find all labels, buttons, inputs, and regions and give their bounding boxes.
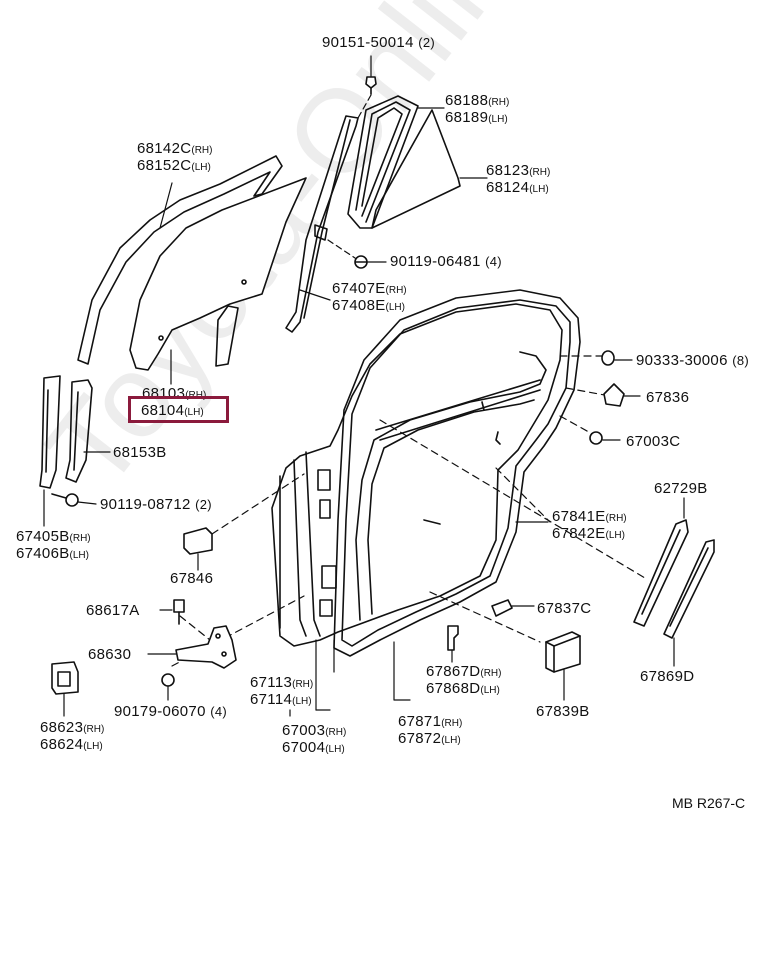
label-67003c[interactable]: 67003C	[626, 433, 681, 450]
division-bar-68153b[interactable]	[65, 379, 93, 483]
label-67408e[interactable]: 67408E(LH)	[332, 297, 405, 314]
clip-67836[interactable]	[603, 383, 641, 407]
label-67872[interactable]: 67872(LH)	[398, 730, 461, 747]
label-90119-08712[interactable]: 90119-08712 (2)	[100, 496, 212, 513]
clip-67846[interactable]	[183, 527, 213, 555]
label-68189[interactable]: 68189(LH)	[445, 109, 508, 126]
door-glass-68104[interactable]	[129, 177, 307, 371]
label-67406b[interactable]: 67406B(LH)	[16, 545, 89, 562]
label-68617a[interactable]: 68617A	[86, 602, 140, 619]
moulding-62729b[interactable]	[633, 519, 689, 627]
bolt-68617a[interactable]	[173, 599, 185, 625]
label-90151-50014[interactable]: 90151-50014 (2)	[322, 34, 435, 51]
label-68152c[interactable]: 68152C(LH)	[137, 157, 211, 174]
label-68123[interactable]: 68123(RH)	[486, 162, 551, 179]
clip-90333[interactable]	[601, 350, 633, 366]
label-67113[interactable]: 67113(RH)	[250, 674, 314, 691]
label-62729b[interactable]: 62729B	[654, 480, 708, 497]
window-frame-68142c[interactable]	[77, 155, 283, 365]
retainer-67867d[interactable]	[447, 625, 459, 663]
highlight-box	[128, 396, 229, 423]
label-67003[interactable]: 67003(RH)	[282, 722, 347, 739]
label-68153b[interactable]: 68153B	[113, 444, 167, 461]
diagram-reference-code: MB R267-C	[672, 795, 746, 811]
quarter-weatherstrip-68188[interactable]	[347, 95, 419, 229]
clip-67003c[interactable]	[589, 431, 621, 445]
label-68623[interactable]: 68623(RH)	[40, 719, 105, 736]
lower-channel-67405b[interactable]	[39, 375, 61, 489]
glass-run-channel-67407e[interactable]	[285, 115, 359, 333]
label-67867d[interactable]: 67867D(RH)	[426, 663, 502, 680]
label-67871[interactable]: 67871(RH)	[398, 713, 463, 730]
screw-90119-08712[interactable]	[51, 493, 97, 507]
label-67869d[interactable]: 67869D	[640, 668, 695, 685]
label-67004[interactable]: 67004(LH)	[282, 739, 345, 756]
clip-67837c[interactable]	[491, 599, 535, 617]
hinge-68623[interactable]	[51, 661, 79, 695]
label-68104[interactable]: 68104(LH)	[141, 402, 204, 419]
label-68624[interactable]: 68624(LH)	[40, 736, 103, 753]
label-67837c[interactable]: 67837C	[537, 600, 592, 617]
glass-run-lower[interactable]	[215, 305, 239, 367]
screw-90151[interactable]	[365, 76, 377, 95]
label-90333-30006[interactable]: 90333-30006 (8)	[636, 352, 749, 369]
label-90119-06481[interactable]: 90119-06481 (4)	[390, 253, 502, 270]
label-67407e[interactable]: 67407E(RH)	[332, 280, 407, 297]
label-67868d[interactable]: 67868D(LH)	[426, 680, 500, 697]
label-67842e[interactable]: 67842E(LH)	[552, 525, 625, 542]
label-68124[interactable]: 68124(LH)	[486, 179, 549, 196]
label-67405b[interactable]: 67405B(RH)	[16, 528, 91, 545]
door-shell-67003[interactable]	[271, 303, 563, 647]
label-67839b[interactable]: 67839B	[536, 703, 590, 720]
label-67114[interactable]: 67114(LH)	[250, 691, 312, 708]
label-90179-06070[interactable]: 90179-06070 (4)	[114, 703, 227, 720]
label-68142c[interactable]: 68142C(RH)	[137, 140, 213, 157]
label-67836[interactable]: 67836	[646, 389, 690, 406]
label-67846[interactable]: 67846	[170, 570, 214, 587]
screw-90119-06481[interactable]	[354, 255, 387, 269]
bolt-90179[interactable]	[161, 673, 175, 701]
label-68188[interactable]: 68188(RH)	[445, 92, 510, 109]
label-67841e[interactable]: 67841E(RH)	[552, 508, 627, 525]
check-arm-68630[interactable]	[175, 625, 237, 669]
moulding-67869d[interactable]	[663, 539, 715, 639]
label-68630[interactable]: 68630	[88, 646, 132, 663]
pad-67839b[interactable]	[545, 631, 581, 673]
